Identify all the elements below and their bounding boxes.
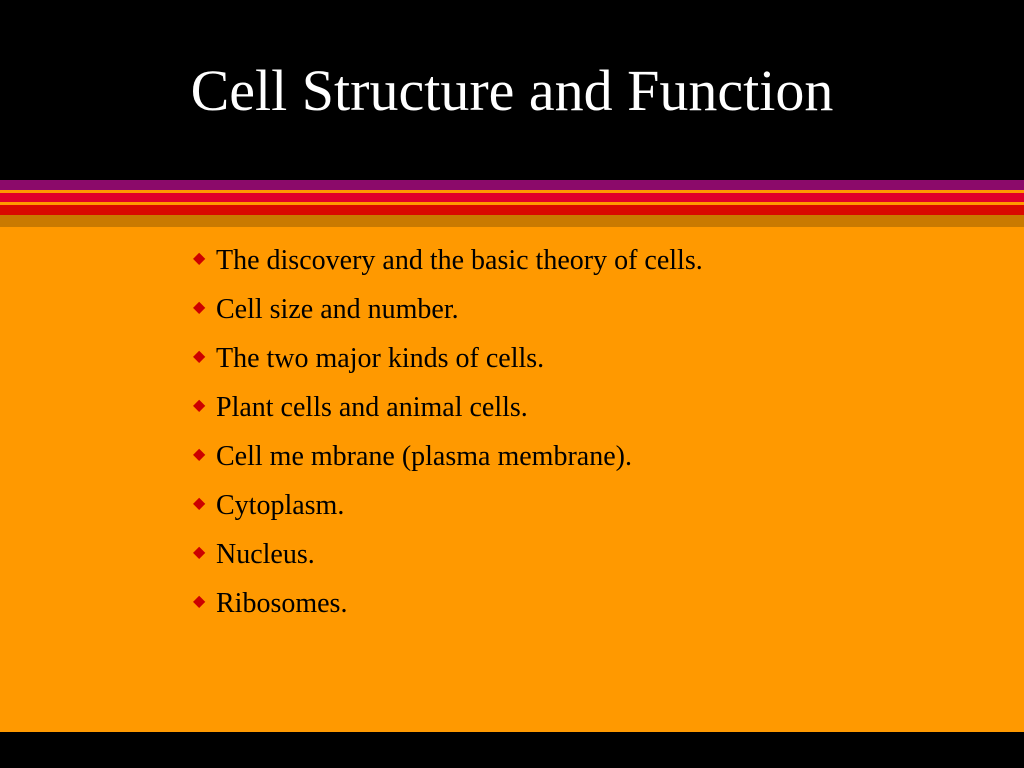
bullet-text: The discovery and the basic theory of ce… xyxy=(216,245,703,276)
bullet-text: Cell size and number. xyxy=(216,294,459,325)
bullet-text: The two major kinds of cells. xyxy=(216,343,545,374)
bullet-text: Ribosomes. xyxy=(216,588,348,619)
decorative-stripe-brown xyxy=(0,215,1024,227)
content-area: ◆ The discovery and the basic theory of … xyxy=(0,227,1024,732)
diamond-bullet-icon: ◆ xyxy=(193,495,206,512)
bullet-text: Nucleus. xyxy=(216,539,315,570)
list-item: ◆ The discovery and the basic theory of … xyxy=(192,247,703,296)
list-item: ◆ Ribosomes. xyxy=(192,590,703,639)
bullet-text: Plant cells and animal cells. xyxy=(216,392,528,423)
diamond-bullet-icon: ◆ xyxy=(193,299,206,316)
bullet-text: Cell me mbrane (plasma membrane). xyxy=(216,441,632,472)
bottom-bar xyxy=(0,732,1024,768)
bullet-text: Cytoplasm. xyxy=(216,490,345,521)
diamond-bullet-icon: ◆ xyxy=(193,446,206,463)
decorative-stripe-purple xyxy=(0,180,1024,190)
list-item: ◆ Plant cells and animal cells. xyxy=(192,394,703,443)
decorative-stripe-red xyxy=(0,193,1024,202)
list-item: ◆ Cytoplasm. xyxy=(192,492,703,541)
list-item: ◆ The two major kinds of cells. xyxy=(192,345,703,394)
title-area: Cell Structure and Function xyxy=(0,0,1024,180)
list-item: ◆ Nucleus. xyxy=(192,541,703,590)
diamond-bullet-icon: ◆ xyxy=(193,250,206,267)
slide-title: Cell Structure and Function xyxy=(190,58,834,123)
decorative-stripe-dark-red xyxy=(0,205,1024,215)
diamond-bullet-icon: ◆ xyxy=(193,348,206,365)
list-item: ◆ Cell me mbrane (plasma membrane). xyxy=(192,443,703,492)
decorative-stripe-orange-thin xyxy=(0,190,1024,193)
decorative-stripe-orange-thin-2 xyxy=(0,202,1024,205)
diamond-bullet-icon: ◆ xyxy=(193,397,206,414)
diamond-bullet-icon: ◆ xyxy=(193,593,206,610)
list-item: ◆ Cell size and number. xyxy=(192,296,703,345)
bullet-list: ◆ The discovery and the basic theory of … xyxy=(192,247,703,639)
diamond-bullet-icon: ◆ xyxy=(193,544,206,561)
